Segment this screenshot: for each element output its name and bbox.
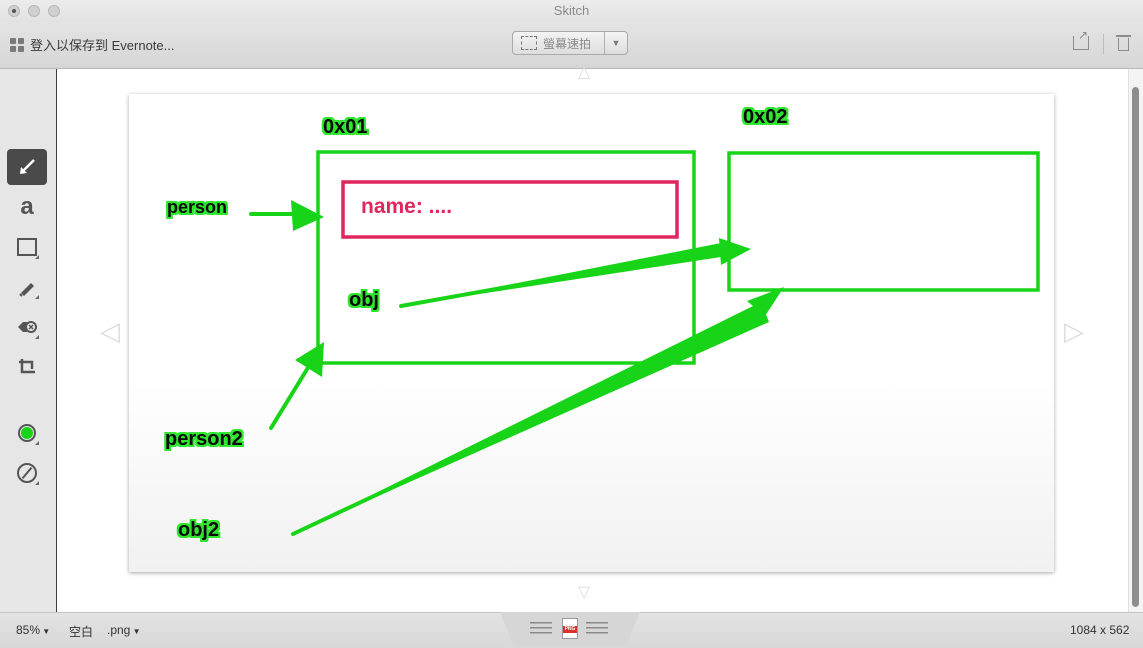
next-arrow-icon[interactable]: ▷ [1064,316,1084,346]
label-obj2: obj2 [178,519,220,541]
apps-grid-icon [10,37,24,52]
rectangle-icon [17,238,37,256]
capture-label: 螢幕速拍 [543,36,592,51]
color-picker-button[interactable] [7,415,47,451]
marker-tool-button[interactable] [7,269,47,305]
vertical-scrollbar[interactable] [1128,69,1143,612]
format-dropdown[interactable]: .png ▼ [107,623,141,637]
tool-palette: a [0,69,57,612]
name-field-box [341,180,679,239]
crop-icon [19,359,35,374]
close-window-button[interactable] [8,5,20,17]
signin-evernote-button[interactable]: 登入以保存到 Evernote... [10,35,174,54]
share-icon[interactable] [1073,28,1089,50]
label-person: person [167,197,228,217]
title-bar: Skitch [0,0,1143,22]
signin-label: 登入以保存到 Evernote... [30,38,175,53]
arrow-person2 [269,342,324,430]
background-option[interactable]: 空白 [69,625,94,639]
pixelate-tool-button[interactable] [7,309,47,345]
color-swatch-icon [18,424,36,442]
label-person2: person2 [165,428,243,450]
collapse-bottom-icon[interactable]: ▽ [578,584,591,601]
trash-icon[interactable] [1116,35,1131,51]
window-title: Skitch [553,3,590,18]
arrow-icon [20,159,35,174]
arrow-obj [399,238,751,308]
no-fill-icon [17,463,37,483]
drag-lines-right-icon [586,622,608,636]
screen-capture-button[interactable]: 螢幕速拍 ▼ [512,31,628,55]
memory-box-0x02 [727,151,1040,292]
annotated-image[interactable]: 0x01 0x02 person obj person2 obj2 name: … [129,94,1054,572]
capture-dropdown-chevron-icon[interactable]: ▼ [611,38,621,48]
stroke-style-button[interactable] [7,455,47,491]
png-file-icon[interactable]: PNG [562,618,578,639]
shape-tool-button[interactable] [7,229,47,265]
text-tool-button[interactable]: a [7,189,47,225]
annotations-layer [249,150,1040,536]
zoom-dropdown[interactable]: 85% ▼ [16,623,51,637]
eraser-icon [18,321,37,333]
toolbar-divider [1103,34,1104,54]
pen-icon [19,283,34,297]
zoom-window-button[interactable] [48,5,60,17]
toolbar: 登入以保存到 Evernote... 螢幕速拍 ▼ [0,22,1143,69]
minimize-window-button[interactable] [28,5,40,17]
arrow-tool-button[interactable] [7,149,47,185]
label-name-field: name: .... [361,195,453,218]
arrow-obj2 [291,287,784,536]
label-0x01: 0x01 [323,116,368,138]
drag-lines-left-icon [530,622,552,636]
crop-tool-button[interactable] [7,349,47,385]
label-0x02: 0x02 [743,106,788,128]
previous-arrow-icon[interactable]: ◁ [100,316,120,346]
selection-icon [521,36,537,50]
text-tool-icon: a [20,193,34,220]
collapse-top-icon[interactable]: △ [578,64,591,81]
arrow-person [249,200,324,231]
image-dimensions: 1084 x 562 [1070,623,1130,637]
scrollbar-thumb[interactable] [1132,87,1139,607]
drag-export-tab[interactable]: PNG [500,612,640,647]
label-obj: obj [349,289,379,311]
